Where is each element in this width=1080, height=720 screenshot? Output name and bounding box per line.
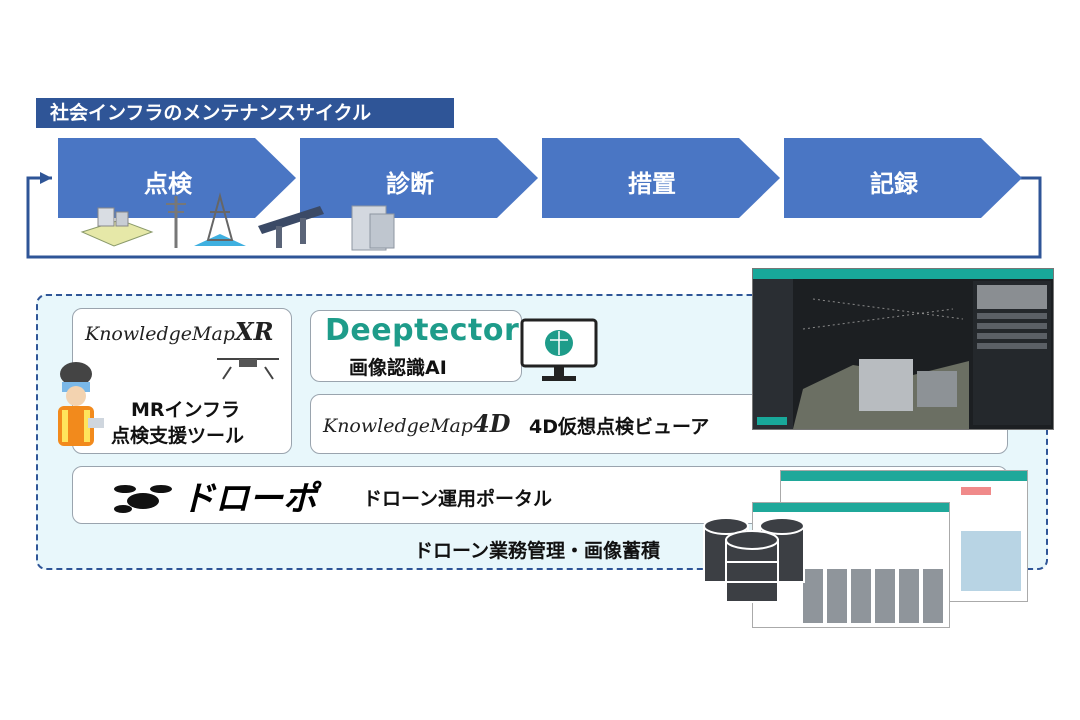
stage-arrow-4 bbox=[784, 138, 1022, 218]
deeptector-caption: 画像認識AI bbox=[349, 357, 447, 379]
stage-arrow-3 bbox=[542, 138, 780, 218]
knowledge-map-4d-caption: 4D仮想点検ビューア bbox=[529, 416, 710, 438]
stage-arrow-2 bbox=[300, 138, 538, 218]
stage-label-inspection: 点検 bbox=[144, 170, 192, 198]
portal-map-thumbnail bbox=[961, 531, 1021, 591]
ai-monitor-brain-icon bbox=[520, 318, 598, 381]
stage-label-diagnosis: 診断 bbox=[386, 170, 434, 198]
viewer-sidebar bbox=[753, 279, 793, 429]
knowledge-map-xr-logo: KnowledgeMapXR bbox=[85, 317, 274, 346]
deeptector-box: Deeptector 画像認識AI bbox=[310, 310, 522, 382]
knowledge-map-xr-box: KnowledgeMapXR MRインフラ 点検支援ツール bbox=[72, 308, 292, 454]
cycle-loop-line bbox=[26, 176, 1042, 259]
stage-label-record: 記録 bbox=[870, 170, 918, 198]
drone-icon bbox=[217, 358, 279, 380]
knowledge-map-xr-caption-line2: 点検支援ツール bbox=[111, 425, 245, 447]
stage-arrow-1 bbox=[58, 138, 296, 218]
drone-management-caption: ドローン業務管理・画像蓄積 bbox=[414, 540, 661, 562]
4d-viewer-screenshot bbox=[752, 268, 1054, 430]
portal-image-grid bbox=[803, 569, 943, 623]
viewer-header-bar bbox=[753, 269, 1053, 279]
stage-label-measures: 措置 bbox=[628, 170, 676, 198]
viewer-info-panel bbox=[973, 281, 1051, 425]
bridge-icon bbox=[258, 206, 324, 248]
maintenance-cycle bbox=[26, 138, 1042, 259]
loop-arrow-head bbox=[40, 172, 52, 184]
droneport-caption: ドローン運用ポータル bbox=[363, 488, 553, 510]
transmission-tower-icon bbox=[194, 192, 246, 246]
knowledge-map-4d-logo: KnowledgeMap4D bbox=[323, 409, 511, 438]
building-icon bbox=[351, 205, 395, 251]
utility-pole-icon bbox=[166, 196, 186, 248]
viewer-action-button bbox=[757, 417, 787, 425]
power-plant-icon bbox=[80, 207, 154, 247]
droneport-drone-icon bbox=[114, 485, 172, 513]
database-icon bbox=[703, 517, 805, 603]
cycle-title: 社会インフラのメンテナンスサイクル bbox=[36, 98, 454, 128]
deeptector-logo: Deeptector bbox=[325, 313, 520, 348]
droneport-logo: ドローポ bbox=[181, 479, 317, 519]
point-cloud-view bbox=[793, 298, 969, 429]
knowledge-map-xr-caption-line1: MRインフラ bbox=[131, 399, 240, 421]
inspector-worker-icon bbox=[58, 362, 104, 446]
